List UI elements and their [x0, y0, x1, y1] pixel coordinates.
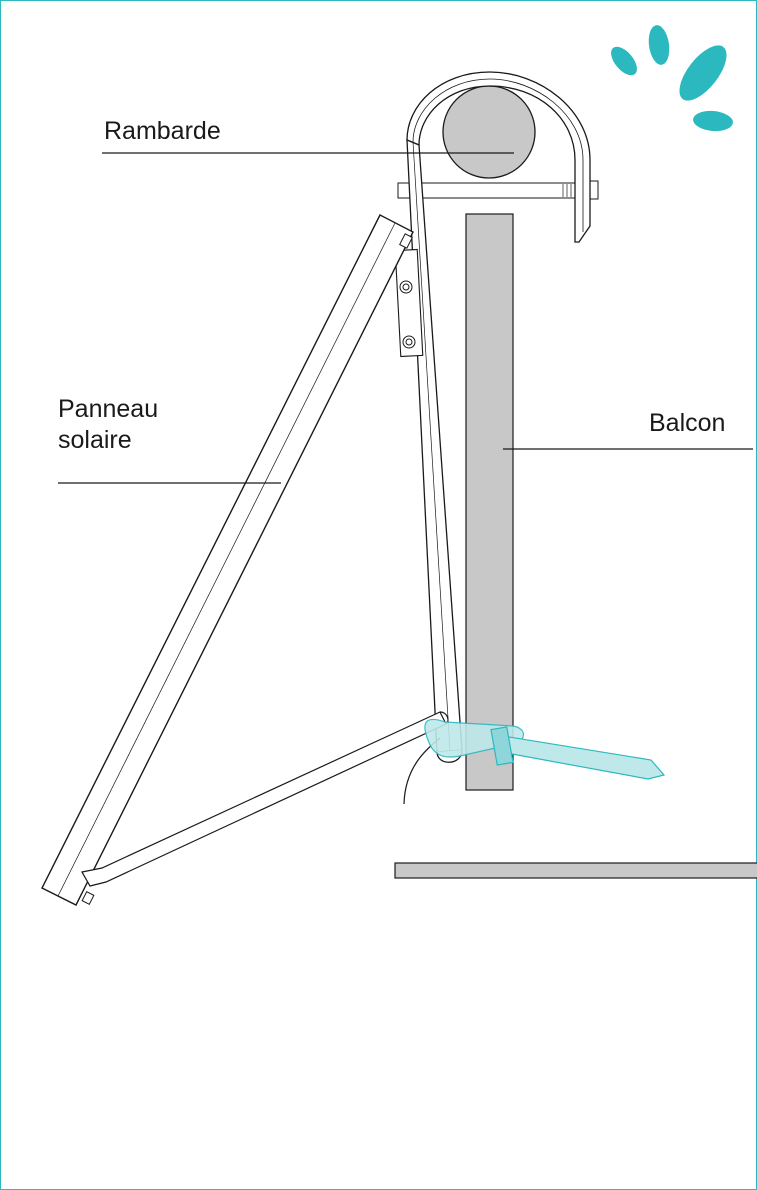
hook-bracket [406, 71, 591, 243]
hinge-plate [394, 248, 424, 358]
threaded-bolt [397, 182, 577, 199]
cable-tie-head [490, 726, 514, 766]
balcony-post [465, 213, 514, 791]
hook-bracket-inner [412, 78, 584, 232]
hinge-bolt-icon [399, 280, 416, 349]
solar-panel [41, 214, 414, 906]
railing-tube [442, 85, 536, 179]
label-panneau-solaire: Panneau solaire [58, 394, 158, 456]
teal-burst-logo-icon [611, 25, 733, 132]
mounting-bar [406, 139, 463, 753]
balcony-floor [394, 862, 757, 879]
cable-tie-tail [500, 735, 666, 780]
label-panneau-line2: solaire [58, 426, 132, 454]
label-panneau-line1: Panneau [58, 395, 159, 423]
bolt-thread-marks [562, 184, 572, 197]
label-balcon: Balcon [649, 409, 726, 437]
label-rambarde: Rambarde [104, 117, 221, 145]
bolt-nut-2 [589, 180, 599, 200]
